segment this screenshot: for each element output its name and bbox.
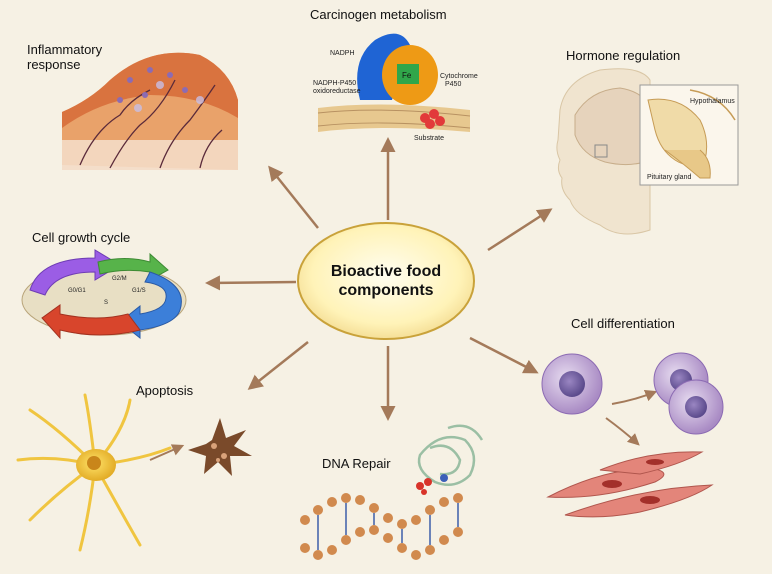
cell-growth-label: Cell growth cycle	[32, 230, 131, 245]
arrow-to-cell-growth	[205, 275, 297, 291]
fe-label: Fe	[402, 71, 412, 80]
reductase-label-line2: oxidoreductase	[313, 88, 361, 95]
center-ellipse	[297, 222, 475, 340]
arrow-to-apoptosis	[247, 341, 309, 390]
apoptosis-illustration	[16, 393, 252, 552]
cytochrome-label-line2: P450	[445, 81, 461, 88]
center-title-line1: Bioactive food	[330, 263, 442, 280]
cycle-g0g1-label: G0/G1	[68, 288, 86, 294]
head-brain-illustration	[556, 68, 739, 235]
carcinogen-enzyme-illustration	[317, 33, 471, 132]
cell-diff-label: Cell differentiation	[571, 316, 675, 331]
hypothalamus-label: Hypothalamus	[690, 98, 735, 105]
inflammatory-tissue-illustration	[62, 52, 238, 170]
inflammatory-label-line2: response	[27, 57, 81, 72]
substrate-label: Substrate	[414, 135, 444, 142]
nadph-label-svg: NADPH	[330, 50, 355, 57]
center-title-line2: components	[338, 282, 434, 299]
reductase-label-line1: NADPH-P450	[313, 80, 356, 87]
cell-differentiation-illustration	[541, 352, 724, 518]
dna-repair-label: DNA Repair	[322, 456, 391, 471]
connector-arrows	[205, 137, 553, 421]
cycle-g1s-label: G1/S	[132, 288, 146, 294]
cytochrome-label-line1: Cytochrome	[440, 73, 478, 80]
pituitary-label: Pituitary gland	[647, 174, 691, 181]
dna-repair-illustration	[300, 424, 484, 560]
cycle-s-label: S	[104, 300, 108, 306]
inflammatory-label-line1: Inflammatory	[27, 42, 103, 57]
carcinogen-label: Carcinogen metabolism	[310, 7, 447, 22]
center-title: Bioactive food components	[300, 225, 472, 337]
hormone-label: Hormone regulation	[566, 48, 681, 63]
cycle-g2m-label: G2/M	[112, 276, 127, 282]
arrow-to-hormone	[487, 208, 553, 252]
arrow-to-inflammatory	[268, 165, 319, 229]
cell-cycle-illustration	[21, 249, 187, 340]
arrow-to-cell-diff	[469, 336, 539, 374]
apoptosis-label: Apoptosis	[136, 383, 194, 398]
